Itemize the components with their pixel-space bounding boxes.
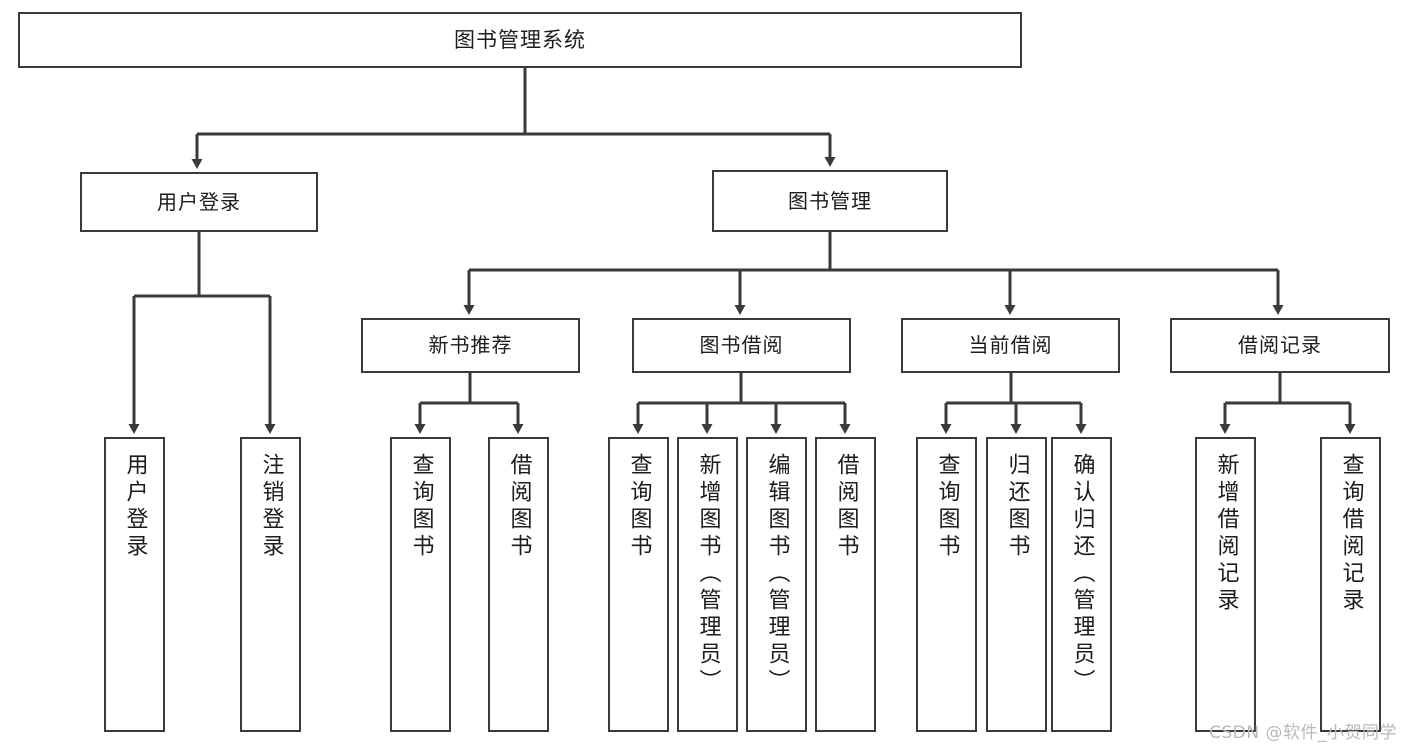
leaf-borrow-book-recommend[interactable]: 借阅图书 bbox=[488, 437, 549, 732]
node-label: 归还图书 bbox=[1004, 453, 1030, 561]
node-label: 确认归还（管理员） bbox=[1069, 453, 1095, 696]
node-borrow-records[interactable]: 借阅记录 bbox=[1170, 318, 1390, 373]
node-label: 查询图书 bbox=[408, 453, 434, 561]
node-book-borrow[interactable]: 图书借阅 bbox=[632, 318, 851, 373]
node-label: 编辑图书（管理员） bbox=[764, 453, 790, 696]
node-label: 图书管理 bbox=[788, 188, 872, 213]
node-label: 图书管理系统 bbox=[454, 27, 586, 52]
leaf-query-borrow-record[interactable]: 查询借阅记录 bbox=[1320, 437, 1381, 732]
node-new-book-recommendation[interactable]: 新书推荐 bbox=[361, 318, 580, 373]
leaf-return-book[interactable]: 归还图书 bbox=[986, 437, 1047, 732]
node-label: 借阅图书 bbox=[506, 453, 532, 561]
leaf-query-book-borrow[interactable]: 查询图书 bbox=[608, 437, 669, 732]
leaf-query-book-recommend[interactable]: 查询图书 bbox=[390, 437, 451, 732]
node-label: 用户登录 bbox=[157, 189, 241, 214]
node-label: 查询图书 bbox=[626, 453, 652, 561]
leaf-add-book-admin[interactable]: 新增图书（管理员） bbox=[677, 437, 738, 732]
node-system-root[interactable]: 图书管理系统 bbox=[18, 12, 1022, 68]
leaf-logout[interactable]: 注销登录 bbox=[240, 437, 301, 732]
node-label: 借阅图书 bbox=[833, 453, 859, 561]
node-user-login[interactable]: 用户登录 bbox=[80, 172, 318, 232]
leaf-user-login[interactable]: 用户登录 bbox=[104, 437, 165, 732]
node-label: 注销登录 bbox=[258, 453, 284, 561]
node-label: 借阅记录 bbox=[1238, 333, 1322, 357]
leaf-edit-book-admin[interactable]: 编辑图书（管理员） bbox=[746, 437, 807, 732]
node-label: 新增图书（管理员） bbox=[695, 453, 721, 696]
node-label: 当前借阅 bbox=[968, 333, 1053, 357]
node-label: 新书推荐 bbox=[428, 333, 513, 357]
node-label: 用户登录 bbox=[122, 453, 148, 561]
leaf-add-borrow-record[interactable]: 新增借阅记录 bbox=[1195, 437, 1256, 732]
leaf-borrow-book[interactable]: 借阅图书 bbox=[815, 437, 876, 732]
node-current-borrow[interactable]: 当前借阅 bbox=[901, 318, 1120, 373]
node-book-management[interactable]: 图书管理 bbox=[712, 170, 948, 232]
node-label: 图书借阅 bbox=[699, 333, 784, 357]
leaf-confirm-return-admin[interactable]: 确认归还（管理员） bbox=[1051, 437, 1112, 732]
node-label: 查询借阅记录 bbox=[1338, 453, 1364, 615]
node-label: 查询图书 bbox=[934, 453, 960, 561]
leaf-query-book-current[interactable]: 查询图书 bbox=[916, 437, 977, 732]
node-label: 新增借阅记录 bbox=[1213, 453, 1239, 615]
